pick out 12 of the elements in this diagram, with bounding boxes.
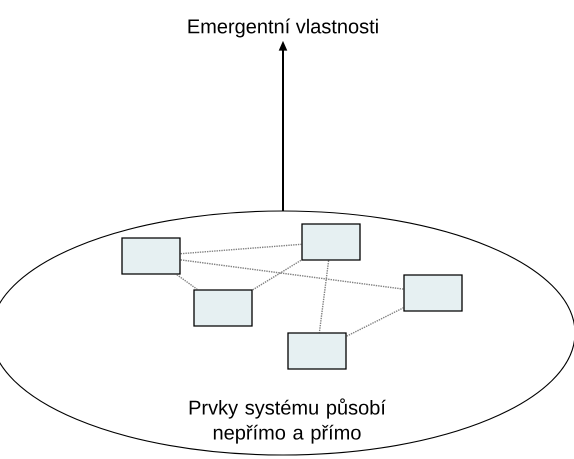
connector-line — [318, 260, 330, 332]
connector-line — [180, 259, 404, 290]
heading: Emergentní vlastnosti — [188, 18, 378, 38]
element-box — [193, 289, 253, 327]
connector-line — [180, 244, 302, 254]
element-box — [121, 237, 181, 275]
element-box — [287, 332, 347, 370]
element-box — [301, 223, 361, 261]
connector-line — [252, 260, 302, 290]
element-box — [403, 274, 463, 312]
connector-line — [176, 274, 198, 290]
connector-line — [346, 307, 404, 337]
